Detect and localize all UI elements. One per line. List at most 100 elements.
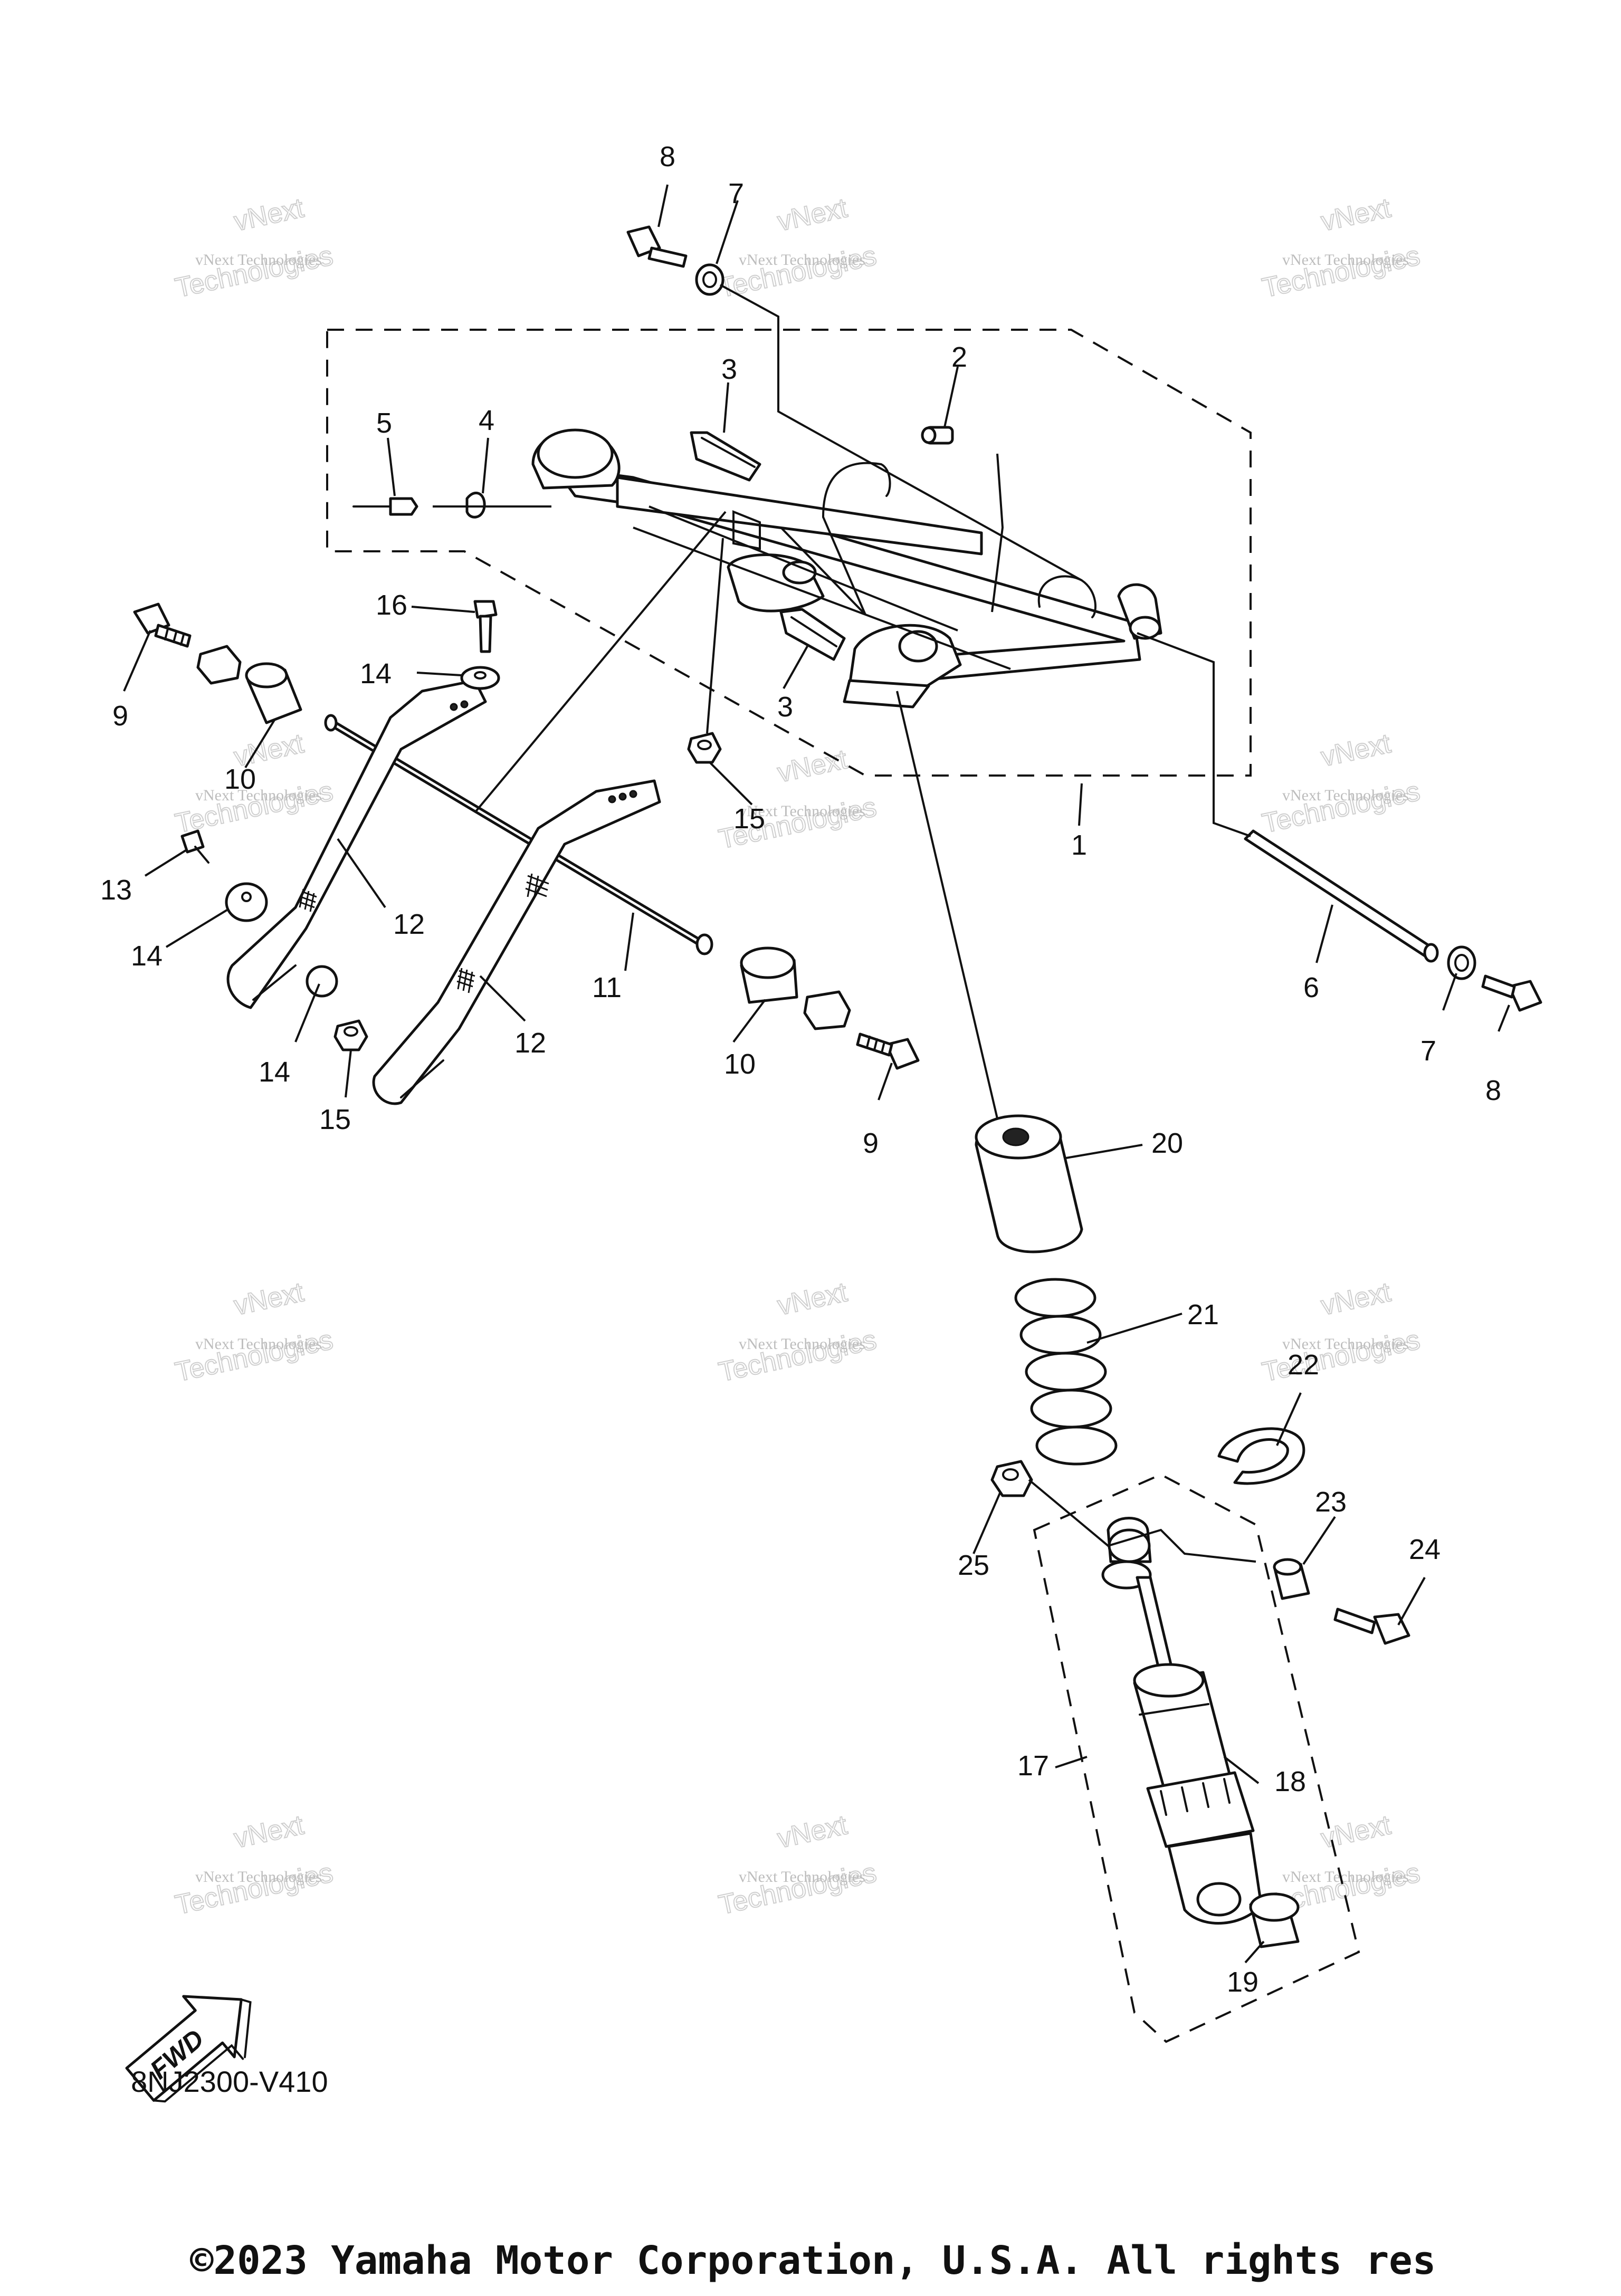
watermark-arc-text: vNext (775, 193, 850, 237)
watermarks: Technologies vNext vNext Technologies Te… (172, 192, 1423, 1921)
watermark-arc-text: vNext (1318, 1810, 1394, 1854)
callout-7: 7 (728, 178, 744, 209)
bolt-left (133, 602, 192, 648)
small-bolt-shank (194, 846, 209, 864)
callout-20: 20 (1151, 1127, 1183, 1159)
callout-12: 12 (514, 1027, 546, 1059)
bushing-right (740, 946, 798, 1004)
slide-block-detail (701, 437, 756, 468)
slide-block-detail (790, 616, 837, 647)
bump-stop (975, 1114, 1083, 1254)
watermark-arc-text: vNext (775, 744, 850, 788)
coil-spring-turn (1025, 1352, 1107, 1392)
bushing-face (245, 662, 288, 688)
link-arm-body (372, 779, 661, 1105)
callout-10: 10 (724, 1048, 756, 1080)
link-arm-hole (306, 965, 338, 998)
watermark: Technologies vNext vNext Technologies (1259, 1276, 1423, 1388)
nut-bore (1002, 1468, 1019, 1481)
bolt-head (1508, 980, 1542, 1012)
watermark: Technologies vNext vNext Technologies (1259, 192, 1423, 304)
shock-rod (1136, 1576, 1176, 1679)
watermark-big-text: Technologies (716, 241, 879, 304)
collar-23 (1273, 1558, 1310, 1600)
collar-face (1273, 1558, 1302, 1576)
watermark: Technologies vNext vNext Technologies (716, 1809, 880, 1921)
watermark-small-text: vNext Technologies (1282, 1335, 1409, 1353)
watermark-arc-text: vNext (1318, 1277, 1394, 1321)
nut-25 (990, 1460, 1033, 1497)
lower-bushing (1249, 1892, 1300, 1948)
watermark-arc-text: vNext (1318, 728, 1394, 772)
callout-5: 5 (376, 407, 392, 439)
link-arm-dot (450, 703, 458, 711)
watermark-small-text: vNext Technologies (1282, 251, 1409, 269)
callout-15: 15 (733, 803, 765, 835)
callout-16: 16 (376, 589, 407, 621)
callout-17: 17 (1017, 1750, 1049, 1782)
bolt-16-head (473, 600, 498, 619)
watermark-big-text: Technologies (173, 241, 336, 304)
watermark: Technologies vNext vNext Technologies (716, 743, 880, 855)
coil-spring (1014, 1278, 1118, 1466)
rear-shaft (1244, 829, 1439, 963)
watermark-big-text: Technologies (716, 1858, 879, 1921)
watermark-small-text: vNext Technologies (1282, 787, 1409, 804)
swingarm-left-pivot-cap (537, 428, 614, 479)
washer (803, 990, 851, 1030)
fwd-arrow-depth (152, 1998, 252, 2103)
nut-body (687, 732, 722, 764)
watermark-big-text: Technologies (1260, 241, 1423, 304)
callout-15: 15 (319, 1104, 351, 1135)
link-arm-front (226, 679, 487, 1009)
watermark-arc-text: vNext (231, 193, 307, 237)
callout-3: 3 (777, 691, 793, 723)
washer-inner (474, 671, 487, 680)
diagram-code: 8NJ2300-V410 (131, 2065, 328, 2098)
assembly-1-boundary (326, 329, 1252, 777)
callout-8: 8 (1485, 1075, 1501, 1106)
slide-block-top (690, 431, 761, 482)
callout-7: 7 (1420, 1035, 1436, 1067)
washer-14-left (225, 882, 268, 922)
link-arm-hatch (299, 888, 317, 912)
watermark-small-text: vNext Technologies (739, 802, 865, 820)
coil-spring-turn (1019, 1315, 1102, 1355)
callout-19: 19 (1227, 1966, 1258, 1998)
watermark-arc-text: vNext (1318, 193, 1394, 237)
copyright-footer: ©2023 Yamaha Motor Corporation, U.S.A. A… (190, 2238, 1436, 2283)
axle-shaft-end (695, 933, 713, 955)
swingarm-lug (732, 510, 761, 550)
callout-12: 12 (393, 908, 425, 940)
bolt-threads (1481, 974, 1516, 999)
callout-14: 14 (259, 1056, 290, 1088)
bushing-face (740, 946, 796, 979)
assembly-17-boundary (1033, 1473, 1360, 2043)
watermark-small-text: vNext Technologies (195, 787, 322, 804)
callout-4: 4 (479, 405, 494, 436)
bolt-right (856, 1032, 920, 1070)
swingarm-rear-mount (843, 679, 930, 709)
rear-shaft-end (1423, 943, 1439, 963)
grease-nipple (921, 426, 954, 445)
watermark: Technologies vNext vNext Technologies (172, 192, 336, 304)
thread-marks (164, 628, 185, 646)
callout-1: 1 (1071, 829, 1087, 861)
bolt-16 (473, 600, 498, 653)
callout-14: 14 (360, 658, 392, 690)
link-arm-detail (400, 1059, 444, 1098)
watermark-small-text: vNext Technologies (739, 1335, 865, 1353)
link-arm-dot (608, 795, 616, 803)
shock-body-top (1133, 1663, 1205, 1698)
link-arm-body (226, 679, 487, 1009)
callout-25: 25 (958, 1549, 989, 1581)
washer-7-top (695, 263, 724, 296)
nut-body (990, 1460, 1033, 1497)
callout-2: 2 (951, 341, 967, 373)
link-arm-hatch (525, 873, 549, 900)
swingarm-top-bracket (822, 462, 891, 518)
washer-inner (1454, 954, 1469, 972)
callout-10: 10 (224, 763, 256, 795)
washer-14-top (460, 666, 500, 690)
coil-spring-turn (1014, 1278, 1096, 1318)
